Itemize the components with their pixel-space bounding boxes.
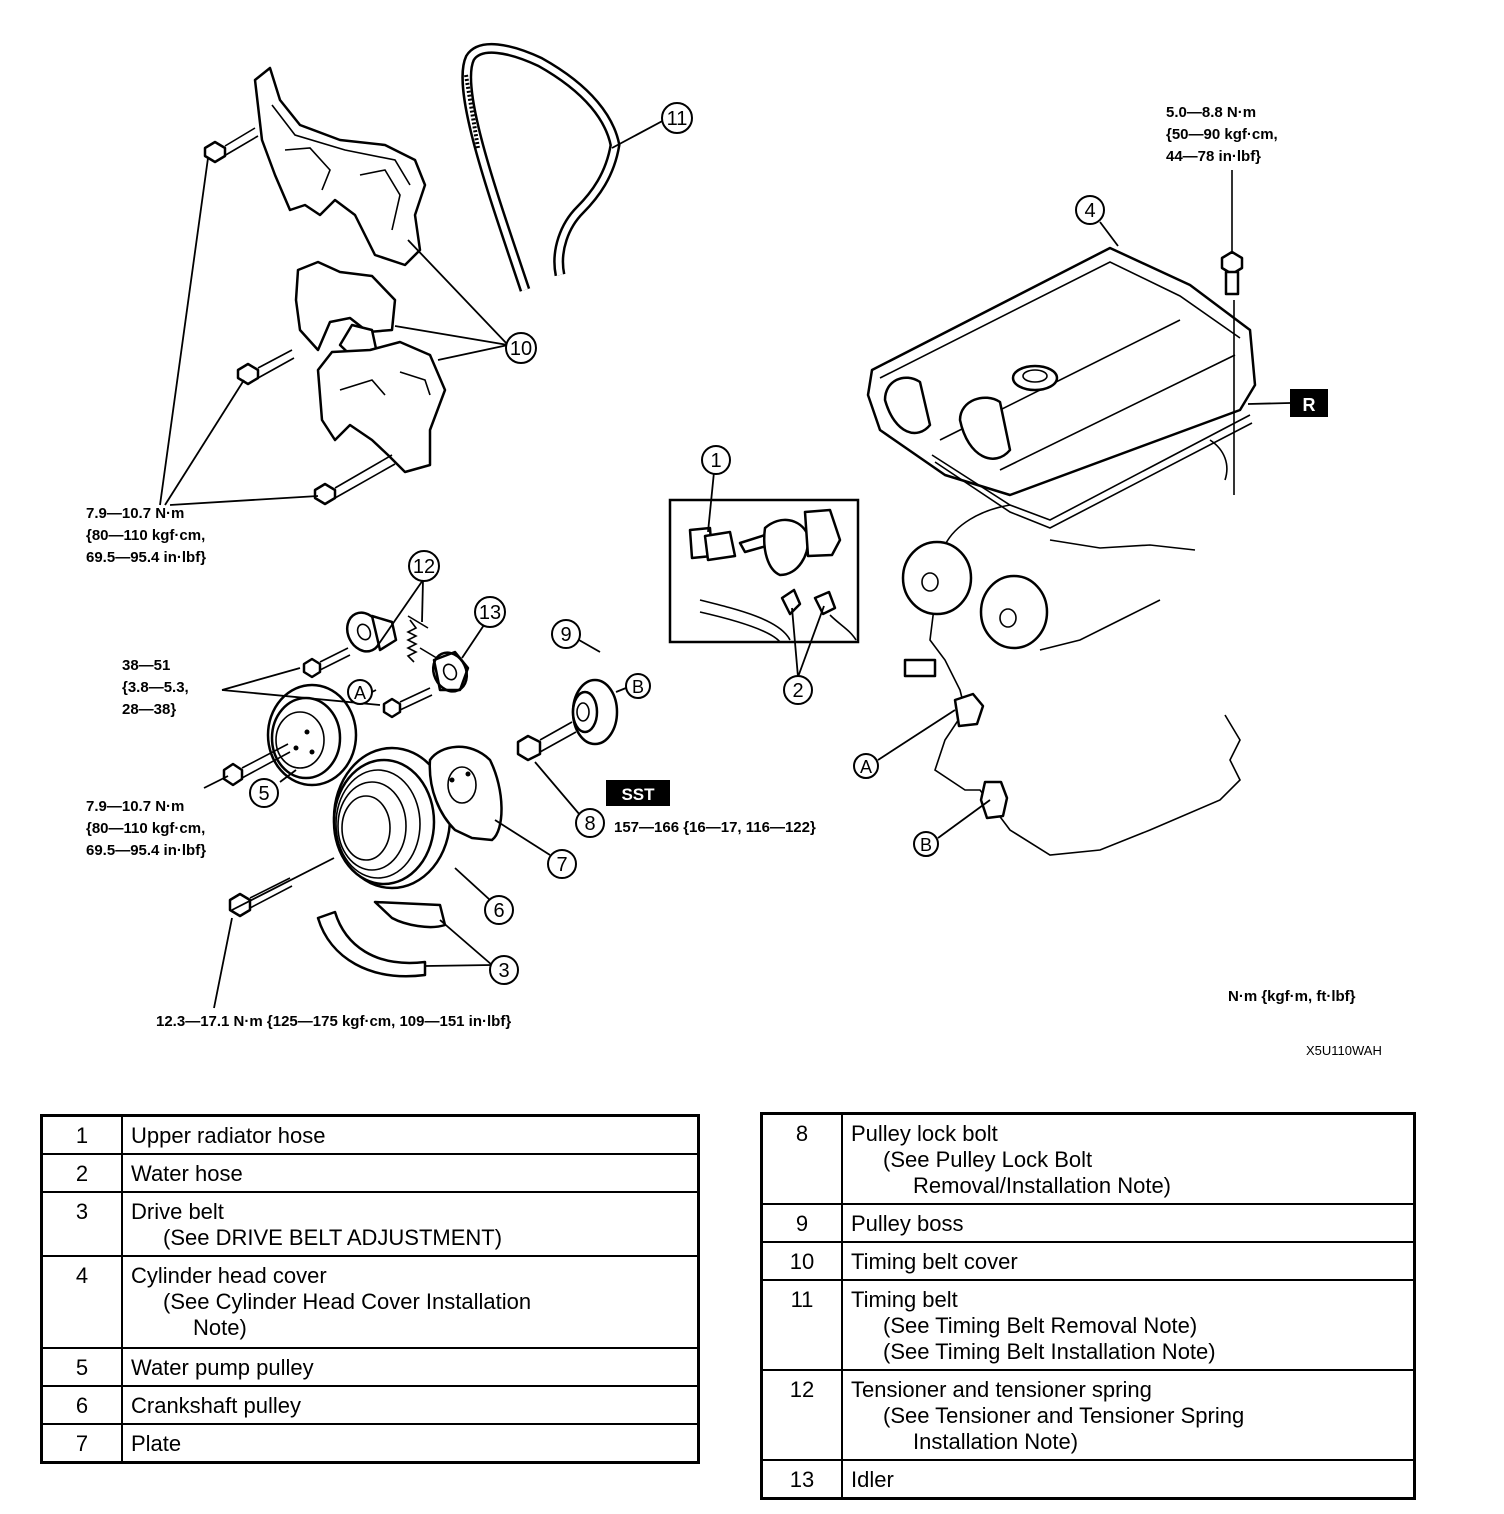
svg-text:7.9—10.7 N·m: 7.9—10.7 N·m [86, 798, 184, 815]
timing-belt-cover-upper [253, 66, 427, 267]
units-note: N·m {kgf·m, ft·lbf} [1228, 988, 1356, 1005]
svg-text:A: A [354, 683, 366, 703]
plate [428, 745, 503, 842]
engine-block [901, 439, 1241, 856]
callout-b-left: B [625, 673, 651, 699]
callout-6: 6 [484, 895, 514, 925]
svg-text:B: B [920, 835, 932, 855]
svg-text:{80—110 kgf·cm,: {80—110 kgf·cm, [86, 820, 205, 837]
head-cover-bolt [1220, 170, 1244, 495]
svg-text:{80—110 kgf·cm,: {80—110 kgf·cm, [86, 527, 205, 544]
callout-3: 3 [489, 955, 519, 985]
svg-text:8: 8 [584, 813, 595, 835]
cover-bolts [203, 127, 396, 506]
svg-text:10: 10 [510, 338, 532, 360]
water-pump-pulley [266, 683, 358, 787]
callout-13: 13 [474, 596, 506, 628]
timing-belt [461, 42, 621, 292]
cylinder-head-cover [866, 246, 1257, 529]
pulley-boss [571, 678, 619, 746]
idler [431, 650, 470, 693]
torque-label-left-upper: 7.9—10.7 N·m {80—110 kgf·cm, 69.5—95.4 i… [86, 505, 206, 566]
crankshaft-pulley [332, 746, 452, 890]
torque-label-left-lower: 7.9—10.7 N·m {80—110 kgf·cm, 69.5—95.4 i… [86, 798, 206, 859]
svg-text:11: 11 [667, 108, 688, 130]
torque-label-pulley-lock: 157—166 {16—17, 116—122} [614, 819, 816, 836]
svg-text:5: 5 [258, 783, 269, 805]
figure-code: X5U110WAH [1306, 1043, 1382, 1058]
pulley-lock-bolt [516, 721, 577, 762]
svg-text:2: 2 [792, 680, 803, 702]
hose-inset [668, 498, 860, 644]
svg-text:28—38}: 28—38} [122, 701, 176, 718]
svg-text:13: 13 [479, 602, 501, 624]
svg-text:9: 9 [560, 624, 571, 646]
callout-8: 8 [575, 808, 605, 838]
svg-text:6: 6 [493, 900, 504, 922]
callout-12: 12 [408, 550, 440, 582]
svg-text:12: 12 [413, 556, 435, 578]
svg-text:38—51: 38—51 [122, 657, 170, 674]
svg-text:69.5—95.4 in·lbf}: 69.5—95.4 in·lbf} [86, 549, 206, 566]
badge-r: R [1290, 389, 1328, 417]
callout-1: 1 [701, 445, 731, 475]
svg-text:B: B [632, 677, 644, 697]
svg-text:7: 7 [556, 854, 567, 876]
callout-7: 7 [547, 849, 577, 879]
exploded-view-diagram: 11 10 4 1 2 12 13 9 5 8 7 6 3 A B A B R … [86, 42, 1382, 1058]
torque-label-top-right: 5.0—8.8 N·m {50—90 kgf·cm, 44—78 in·lbf} [1166, 104, 1278, 165]
leader-lines [159, 117, 1291, 1009]
torque-label-crank-bolt: 12.3—17.1 N·m {125—175 kgf·cm, 109—151 i… [156, 1013, 511, 1030]
callout-9: 9 [551, 619, 581, 649]
svg-text:A: A [860, 757, 872, 777]
svg-text:R: R [1303, 395, 1316, 415]
drive-belts [316, 900, 447, 978]
callout-2: 2 [783, 675, 813, 705]
tensioner-bolts [302, 647, 433, 719]
svg-text:44—78 in·lbf}: 44—78 in·lbf} [1166, 148, 1261, 165]
callout-10: 10 [505, 332, 537, 364]
svg-text:{50—90 kgf·cm,: {50—90 kgf·cm, [1166, 126, 1278, 143]
tensioner [345, 611, 441, 663]
svg-text:5.0—8.8 N·m: 5.0—8.8 N·m [1166, 104, 1256, 121]
svg-text:3: 3 [498, 960, 509, 982]
svg-text:7.9—10.7 N·m: 7.9—10.7 N·m [86, 505, 184, 522]
callout-11: 11 [661, 102, 693, 134]
callout-a-right: A [853, 753, 879, 779]
badge-sst: SST [606, 780, 670, 806]
callout-5: 5 [249, 778, 279, 808]
svg-text:69.5—95.4 in·lbf}: 69.5—95.4 in·lbf} [86, 842, 206, 859]
torque-label-tensioner: 38—51 {3.8—5.3, 28—38} [122, 657, 189, 718]
callout-4: 4 [1075, 195, 1105, 225]
callout-b-right: B [913, 831, 939, 857]
svg-text:{3.8—5.3,: {3.8—5.3, [122, 679, 189, 696]
callout-a-left: A [347, 679, 373, 705]
svg-text:1: 1 [710, 450, 721, 472]
svg-text:SST: SST [621, 785, 655, 804]
svg-text:4: 4 [1084, 200, 1095, 222]
timing-belt-cover-lower [316, 340, 447, 474]
